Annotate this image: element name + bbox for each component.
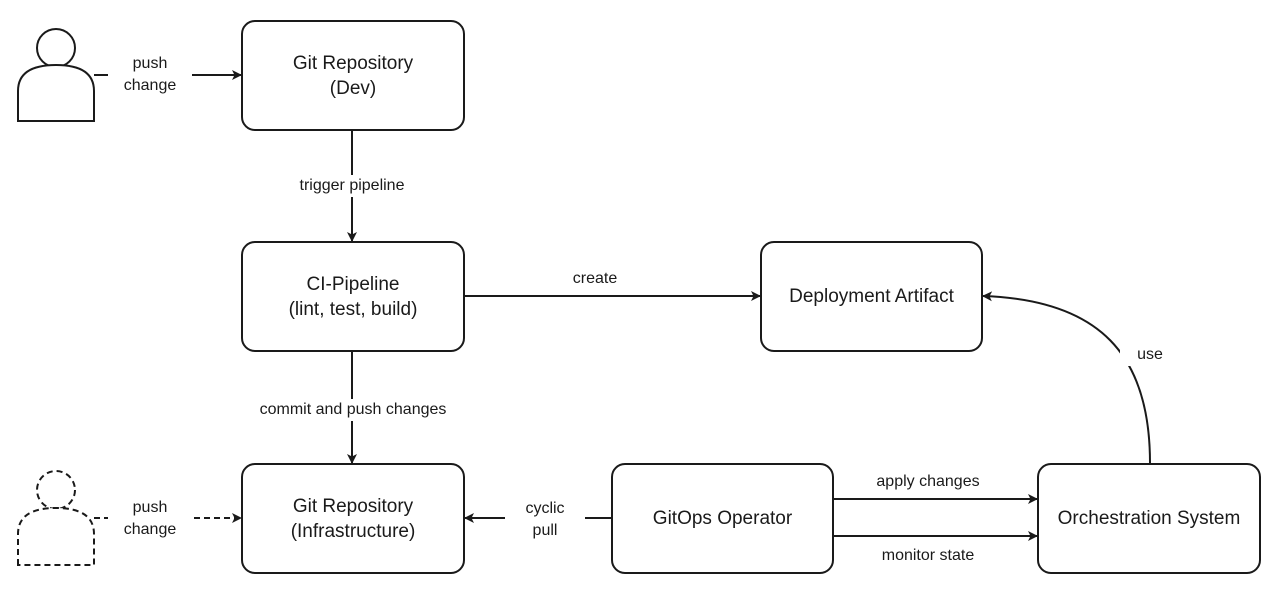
node-artifact-title: Deployment Artifact: [789, 286, 954, 307]
label-cyclic: cyclic: [525, 500, 565, 517]
node-git-dev-title: Git Repository: [292, 52, 414, 74]
label-infra-push: push: [132, 499, 168, 516]
label-infra-change: change: [123, 521, 177, 538]
node-orchestration-title: Orchestration System: [1057, 508, 1241, 529]
node-orchestration-system: Orchestration System: [1037, 463, 1261, 574]
label-cyclic-pull: cyclic pull: [505, 498, 585, 542]
edge-use: [982, 291, 1151, 464]
label-dev-push-change: push change: [108, 53, 192, 97]
label-pull: pull: [532, 522, 558, 539]
node-git-repository-dev: Git Repository (Dev): [241, 20, 465, 131]
label-create: create: [555, 268, 635, 290]
node-deployment-artifact: Deployment Artifact: [760, 241, 983, 352]
node-git-repository-infrastructure: Git Repository (Infrastructure): [241, 463, 465, 574]
node-git-infra-title: Git Repository: [292, 495, 414, 517]
node-gitops-title: GitOps Operator: [652, 508, 793, 529]
node-ci-subtitle: (lint, test, build): [288, 298, 418, 320]
label-use: use: [1120, 344, 1180, 366]
node-ci-title: CI-Pipeline: [306, 273, 400, 295]
label-apply-changes: apply changes: [848, 471, 1008, 493]
node-git-dev-subtitle: (Dev): [329, 77, 377, 99]
developer-user-icon: [17, 28, 95, 122]
label-monitor-state: monitor state: [848, 545, 1008, 567]
label-dev-change: change: [123, 77, 177, 94]
node-git-infra-subtitle: (Infrastructure): [290, 520, 416, 542]
node-ci-pipeline: CI-Pipeline (lint, test, build): [241, 241, 465, 352]
label-trigger-pipeline: trigger pipeline: [277, 175, 427, 197]
node-gitops-operator: GitOps Operator: [611, 463, 834, 574]
label-commit-push-changes: commit and push changes: [222, 399, 484, 421]
label-dev-push: push: [132, 55, 168, 72]
label-infra-push-change: push change: [108, 497, 192, 541]
infra-user-dashed-icon: [17, 470, 95, 566]
